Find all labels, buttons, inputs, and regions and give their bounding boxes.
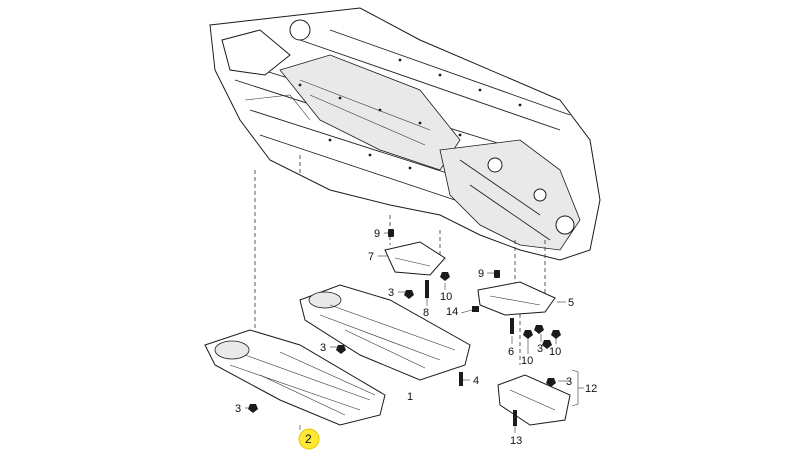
callout-12: 12 xyxy=(585,383,597,395)
leader-lines xyxy=(245,232,584,433)
callout-1: 1 xyxy=(407,391,413,403)
callout-10-right: 10 xyxy=(549,346,561,358)
callout-8: 8 xyxy=(423,307,429,319)
callout-3-part7: 3 xyxy=(388,287,394,299)
callout-5: 5 xyxy=(568,297,574,309)
callout-3-part12: 3 xyxy=(566,376,572,388)
callout-4: 4 xyxy=(473,375,479,387)
fasteners xyxy=(248,229,561,426)
callout-10-mid: 10 xyxy=(521,355,533,367)
center-panel-part-1 xyxy=(299,284,471,381)
callout-9-upper: 9 xyxy=(374,228,380,240)
bracket-part-7 xyxy=(384,241,446,276)
callout-13: 13 xyxy=(510,435,522,447)
callout-7: 7 xyxy=(368,251,374,263)
callout-3-part2: 3 xyxy=(235,403,241,415)
callout-10-part7: 10 xyxy=(440,291,452,303)
callout-6: 6 xyxy=(508,346,514,358)
callout-2-highlight xyxy=(298,428,320,450)
callout-3-part1: 3 xyxy=(320,342,326,354)
right-cover-part-5 xyxy=(477,281,556,316)
callout-labels: 9 7 9 3 10 8 5 14 3 4 6 10 3 10 3 12 1 3… xyxy=(235,228,597,450)
callout-2: 2 xyxy=(305,432,312,446)
rear-bracket-part-12 xyxy=(497,374,571,426)
callout-3-right: 3 xyxy=(537,343,543,355)
callout-9-right: 9 xyxy=(478,268,484,280)
vehicle-underbody xyxy=(209,7,601,261)
front-panel-part-2 xyxy=(204,329,386,426)
callout-14: 14 xyxy=(446,306,458,318)
